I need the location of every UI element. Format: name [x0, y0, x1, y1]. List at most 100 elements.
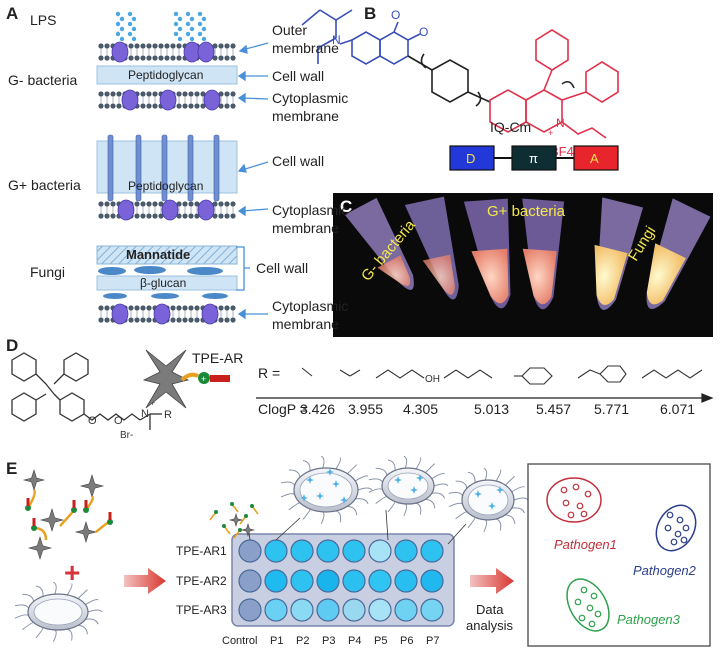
clogp-values: 3.426 3.955 4.305 5.013 5.457 5.771 6.07…: [300, 401, 695, 417]
well: [264, 539, 288, 563]
data-analysis-line1: Data: [476, 602, 504, 617]
photo-label-gpos: G+ bacteria: [487, 203, 566, 220]
cluster-pathogen1: [546, 477, 602, 523]
panel-e: + TPE-AR1 TPE-AR2 TPE-AR3 Control P1 P2 …: [14, 455, 711, 647]
ammonium-n: N: [141, 408, 149, 420]
well: [368, 569, 392, 593]
row-label-3: TPE-AR3: [176, 603, 227, 617]
fungi-cell-wall-label: Cell wall: [256, 260, 309, 276]
tpe-structure: [11, 352, 162, 430]
well: [316, 598, 340, 622]
isoquinolinium-acceptor: [489, 29, 619, 139]
well: [290, 598, 314, 622]
gpos-cytoplasmic-membrane: [98, 199, 236, 221]
data-analysis-line2: analysis: [466, 618, 513, 633]
bridge-label: π: [529, 151, 538, 166]
col-label-p3: P3: [322, 635, 335, 647]
well: [316, 539, 340, 563]
gpos-cell-wall-label: Cell wall: [272, 153, 325, 169]
phenyl-bridge: [407, 53, 491, 107]
plus-sign: +: [64, 557, 80, 588]
gneg-cell-wall-label: Cell wall: [272, 68, 325, 84]
lps-chains: [115, 11, 207, 42]
panel-label-a: A: [6, 4, 19, 23]
col-label-p2: P2: [296, 635, 309, 647]
donor-label: D: [466, 151, 475, 166]
svg-text:+: +: [201, 374, 206, 384]
free-probes: [22, 468, 113, 561]
well: [316, 569, 340, 593]
beta-glucan-label: β-glucan: [140, 276, 187, 290]
well: [264, 569, 288, 593]
bacterium-cartoon: [14, 581, 103, 643]
panel-label-b: B: [364, 4, 377, 23]
bound-bacteria: [280, 455, 529, 533]
clogp-value-7: 6.071: [660, 401, 695, 417]
gpos-label: G+ bacteria: [8, 177, 81, 193]
well: [342, 539, 366, 563]
clogp-value-4: 5.013: [474, 401, 509, 417]
gneg-outer-membrane: [98, 41, 236, 63]
tpe-ar-label: TPE-AR: [192, 350, 243, 366]
outer-membrane-line1: Outer: [272, 22, 308, 38]
col-label-p6: P6: [400, 635, 413, 647]
acceptor-n: N: [556, 116, 565, 130]
row-labels: TPE-AR1 TPE-AR2 TPE-AR3: [176, 544, 227, 617]
panel-label-e: E: [6, 459, 18, 478]
outer-membrane-line2: membrane: [272, 40, 339, 56]
coumarin-o1: O: [391, 8, 400, 22]
col-label-p7: P7: [426, 635, 439, 647]
ether-o1: O: [88, 415, 97, 427]
clogp-value-2: 3.955: [348, 401, 383, 417]
gpos-teichoic-rods: [107, 134, 220, 202]
acceptor-label: A: [590, 151, 599, 166]
free-probe-cluster: [209, 502, 259, 539]
panel-c: G- bacteria G+ bacteria Fungi: [333, 193, 713, 337]
clogp-axis-arrow: [256, 393, 714, 403]
col-label-control: Control: [222, 635, 257, 647]
panel-label-d: D: [6, 336, 19, 355]
panel-a: [96, 11, 269, 325]
ammonium-r: R: [164, 409, 172, 421]
well: [290, 569, 314, 593]
clogp-label: ClogP =: [258, 401, 308, 417]
ether-o2: O: [114, 415, 123, 427]
pathogen1-label: Pathogen1: [554, 537, 617, 552]
well: [394, 598, 418, 622]
mannatide-layer: [96, 245, 238, 265]
mannatide-label: Mannatide: [126, 247, 191, 262]
clogp-value-1: 3.426: [300, 401, 335, 417]
clogp-value-6: 5.771: [594, 401, 629, 417]
gpos-cytoplasmic-line2: membrane: [272, 220, 339, 236]
counterion-bf4: BF4-: [550, 144, 578, 159]
row-label-1: TPE-AR1: [176, 544, 227, 558]
iq-cm-name: IQ-Cm: [490, 119, 531, 135]
cluster-pathogen3: [566, 578, 610, 632]
well: [394, 569, 418, 593]
well: [342, 569, 366, 593]
panel-a-arrows: [237, 42, 269, 320]
panel-label-c: C: [340, 197, 353, 216]
fungi-label: Fungi: [30, 264, 66, 280]
fungi-cytoplasmic-line2: membrane: [272, 316, 339, 332]
tpe-ar-cartoon: +: [142, 349, 230, 409]
coumarin-n: N: [332, 33, 341, 47]
gneg-peptidoglycan-layer: [96, 65, 238, 85]
gneg-cytoplasmic-line1: Cytoplasmic: [272, 90, 349, 106]
col-label-p4: P4: [348, 635, 361, 647]
lps-label: LPS: [30, 12, 57, 28]
gneg-peptidoglycan-label: Peptidoglycan: [128, 68, 204, 82]
fungi-cell-wall-bracket: [236, 246, 250, 291]
flow-arrow-1: [124, 568, 166, 594]
r-substituents: [301, 365, 703, 385]
beta-glucan-layer: [96, 266, 238, 299]
well: [368, 598, 392, 622]
coumarin-o2: O: [419, 25, 428, 39]
panel-b: N O O N + BF4- IQ-Cm: [301, 8, 619, 171]
flow-arrow-2: [470, 568, 514, 594]
col-label-p5: P5: [374, 635, 387, 647]
dpa-scheme: [449, 145, 619, 171]
clogp-value-3: 4.305: [403, 401, 438, 417]
well: [368, 539, 392, 563]
